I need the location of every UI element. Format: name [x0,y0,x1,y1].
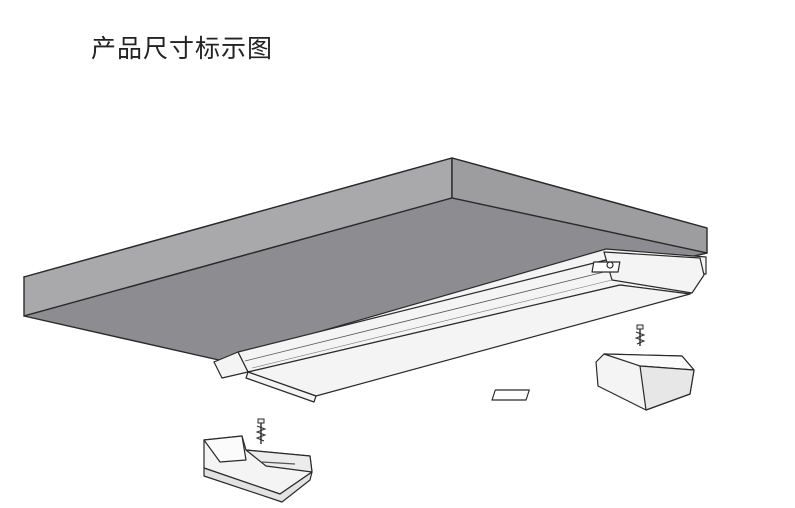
bracket-slot [591,261,621,273]
left-mount-bracket [213,351,249,379]
bracket-screw-hole [606,261,614,269]
left-end-cap [203,435,313,503]
light-housing-bottom [245,371,317,403]
right-screw-icon [634,324,646,346]
right-cap-slot [491,389,530,401]
shelf-bottom-face [23,197,708,364]
right-mount-bracket [603,251,705,294]
led-light-bar [213,248,707,403]
left-screw-icon [255,418,267,444]
page-title: 产品尺寸标示图 [91,33,274,63]
right-end-cap [491,353,695,411]
cabinet-shelf [23,157,708,364]
